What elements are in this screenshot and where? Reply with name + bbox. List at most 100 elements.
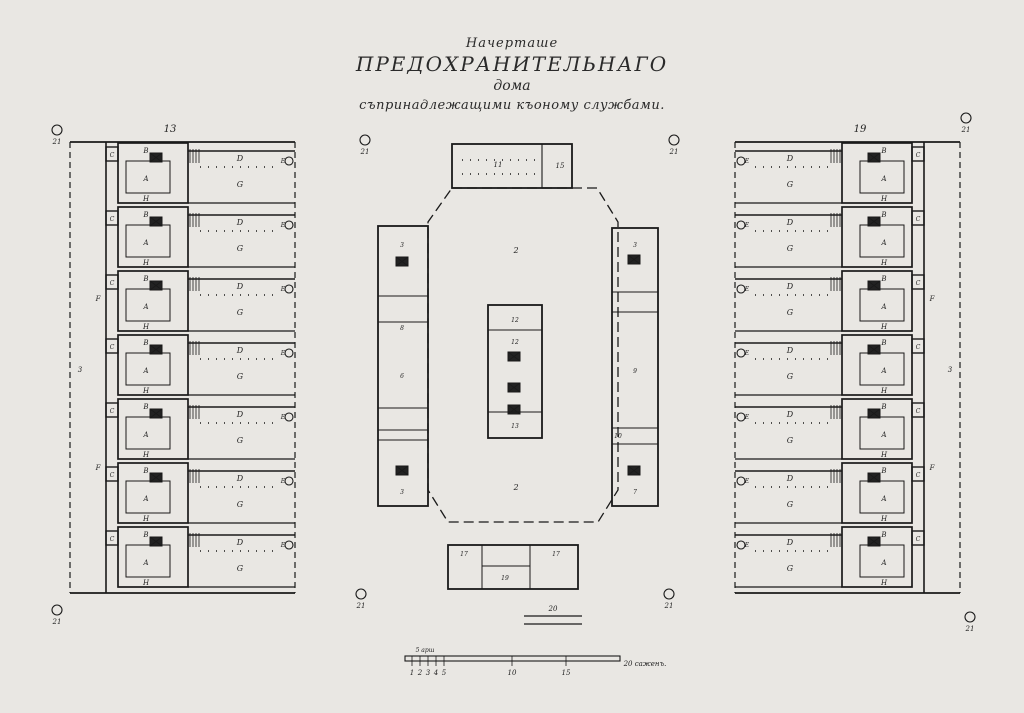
post-label: 21	[961, 126, 971, 134]
gate-circle	[736, 220, 746, 230]
room-label-h: H	[142, 579, 150, 587]
room-label-a: A	[880, 367, 886, 375]
unit-room-a	[859, 352, 905, 386]
scale-tick-label: 3	[426, 669, 431, 677]
unit-room-a	[859, 480, 905, 514]
room-label-b: B	[142, 339, 148, 347]
unit-room-a	[125, 352, 171, 386]
room-label-g: G	[237, 308, 244, 317]
room-label-c: C	[916, 536, 921, 543]
room-label-d: D	[236, 154, 244, 163]
unit-porch	[911, 274, 925, 290]
post-label: 21	[356, 602, 366, 610]
room-label-c: C	[916, 472, 921, 479]
room-label-a: A	[142, 559, 148, 567]
unit-room-a	[125, 224, 171, 258]
room-label-b: B	[880, 147, 886, 155]
room-label-d: D	[786, 410, 794, 419]
room-label-e: E	[280, 158, 286, 165]
room-label-h: H	[880, 323, 888, 331]
stove-hatch	[867, 344, 881, 355]
stove-hatch	[867, 280, 881, 291]
room-label-b: B	[142, 211, 148, 219]
room-label-h: H	[880, 387, 888, 395]
unit-porch	[911, 210, 925, 226]
room-label-12: 12	[511, 317, 519, 324]
scale-tick-label: 15	[562, 669, 571, 677]
corner-post-circle	[668, 134, 680, 146]
room-label-d: D	[786, 346, 794, 355]
left-wing	[377, 225, 429, 507]
room-label-c: C	[110, 408, 115, 415]
room-label-g: G	[787, 244, 794, 253]
room-label-g: G	[787, 436, 794, 445]
stove-hatch	[507, 351, 521, 362]
room-label-b: B	[880, 211, 886, 219]
room-label-g: G	[237, 436, 244, 445]
room-label-3: 3	[400, 489, 404, 496]
room-label-c: C	[110, 216, 115, 223]
corner-post-circle	[355, 588, 367, 600]
room-label-b: B	[880, 339, 886, 347]
room-label-e: E	[280, 542, 286, 549]
scale-tick-label: 2	[417, 669, 423, 677]
block-number: 13	[164, 124, 177, 135]
room-label-d: D	[786, 538, 794, 547]
gate-circle	[736, 284, 746, 294]
room-label-f: F	[95, 464, 102, 472]
title-line-4: съпринадлежащими къоному службами.	[359, 98, 665, 113]
room-label-g: G	[787, 564, 794, 573]
room-label-h: H	[142, 451, 150, 459]
room-label-g: G	[237, 500, 244, 509]
gate-circle	[284, 412, 294, 422]
room-label-g: G	[237, 564, 244, 573]
room-label-e: E	[744, 350, 750, 357]
unit-porch	[911, 338, 925, 354]
gate-circle	[736, 348, 746, 358]
room-label-9: 9	[633, 368, 637, 375]
scale-tick-label: 4	[433, 669, 438, 677]
room-label-d: D	[786, 474, 794, 483]
room-label-a: A	[880, 431, 886, 439]
unit-wing	[841, 526, 913, 588]
room-label-f: F	[929, 464, 936, 472]
unit-wing	[117, 142, 189, 204]
courtyard-label: 2	[512, 246, 518, 255]
room-label-b: B	[142, 275, 148, 283]
room-label-10: 10	[614, 433, 622, 440]
room-label-a: A	[880, 495, 886, 503]
gate-circle	[284, 348, 294, 358]
unit-porch	[911, 146, 925, 162]
stove-hatch	[627, 254, 641, 265]
room-label-b: B	[142, 467, 148, 475]
unit-room-a	[859, 544, 905, 578]
room-label-a: A	[142, 239, 148, 247]
unit-wing	[841, 334, 913, 396]
room-label-d: D	[236, 346, 244, 355]
room-label-e: E	[280, 414, 286, 421]
unit-room-a	[125, 480, 171, 514]
unit-wing	[841, 142, 913, 204]
unit-porch	[911, 530, 925, 546]
room-label-3: 3	[400, 242, 404, 249]
gate-circle	[736, 476, 746, 486]
unit-porch	[105, 530, 119, 546]
room-label-d: D	[236, 410, 244, 419]
room-label-b: B	[880, 467, 886, 475]
stove-hatch	[395, 465, 409, 476]
room-label-e: E	[280, 478, 286, 485]
stove-hatch	[149, 152, 163, 163]
post-label: 21	[965, 625, 975, 633]
room-label-19: 19	[501, 575, 509, 582]
room-label-h: H	[142, 323, 150, 331]
gate-circle	[284, 156, 294, 166]
unit-room-a	[859, 416, 905, 450]
side-label: 3	[948, 366, 953, 374]
room-label-a: A	[880, 239, 886, 247]
corner-post-circle	[663, 588, 675, 600]
scale-top-label: 5 apш	[416, 647, 435, 654]
stove-hatch	[867, 216, 881, 227]
room-label-h: H	[880, 515, 888, 523]
unit-porch	[105, 146, 119, 162]
